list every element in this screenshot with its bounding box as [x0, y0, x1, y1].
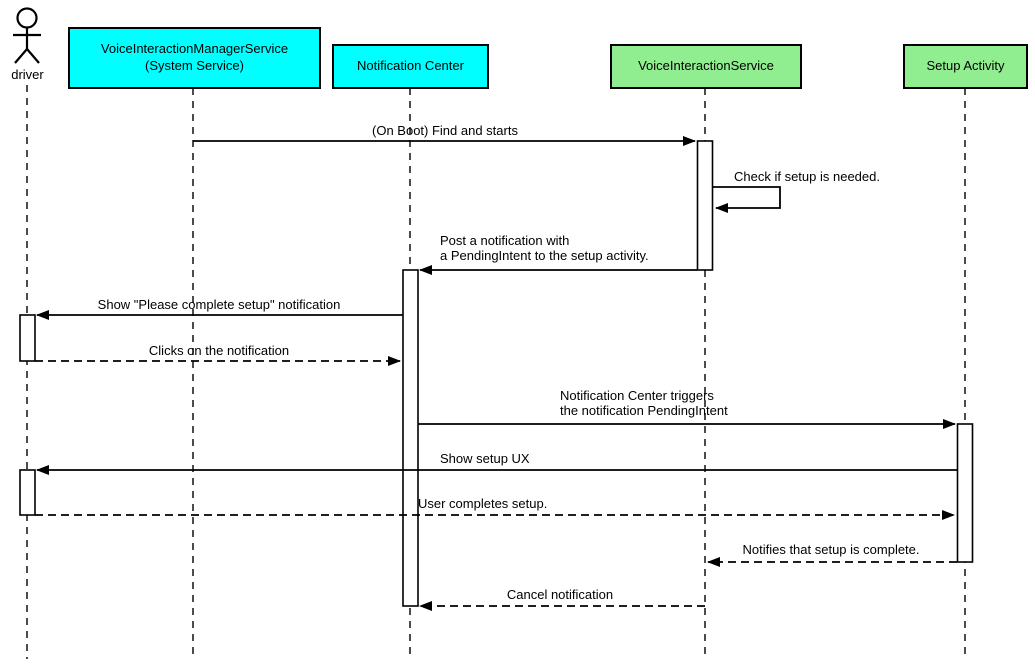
message-label-triggers-pending-intent: Notification Center triggers the notific… [560, 388, 728, 419]
message-label-on-boot-find-and-starts: (On Boot) Find and starts [372, 123, 518, 138]
message-label-check-if-setup-needed: Check if setup is needed. [734, 169, 880, 184]
participant-notification-center: Notification Center [332, 44, 489, 89]
activation-driver-1 [19, 314, 36, 362]
message-label-user-completes-setup: User completes setup. [418, 496, 548, 511]
actor-label-driver: driver [11, 67, 44, 82]
activation-setup-activity [956, 423, 974, 563]
message-label-post-notification: Post a notification with a PendingIntent… [440, 233, 649, 264]
actor-figure-icon [13, 7, 41, 64]
arrow-check-if-setup-needed-self [713, 186, 781, 213]
activation-notification-center [402, 269, 419, 607]
participant-voice-interaction-service: VoiceInteractionService [610, 44, 802, 89]
participant-voice-interaction-manager-service: VoiceInteractionManagerService (System S… [68, 27, 321, 89]
message-label-show-complete-setup-notification: Show "Please complete setup" notificatio… [97, 297, 341, 312]
message-label-show-setup-ux: Show setup UX [440, 451, 530, 466]
message-label-clicks-on-notification: Clicks on the notification [148, 343, 290, 358]
message-label-notifies-setup-complete: Notifies that setup is complete. [742, 542, 920, 557]
participant-setup-activity: Setup Activity [903, 44, 1028, 89]
activation-voice-interaction-service [696, 140, 714, 271]
activation-driver-2 [19, 469, 36, 516]
message-label-cancel-notification: Cancel notification [506, 587, 614, 602]
